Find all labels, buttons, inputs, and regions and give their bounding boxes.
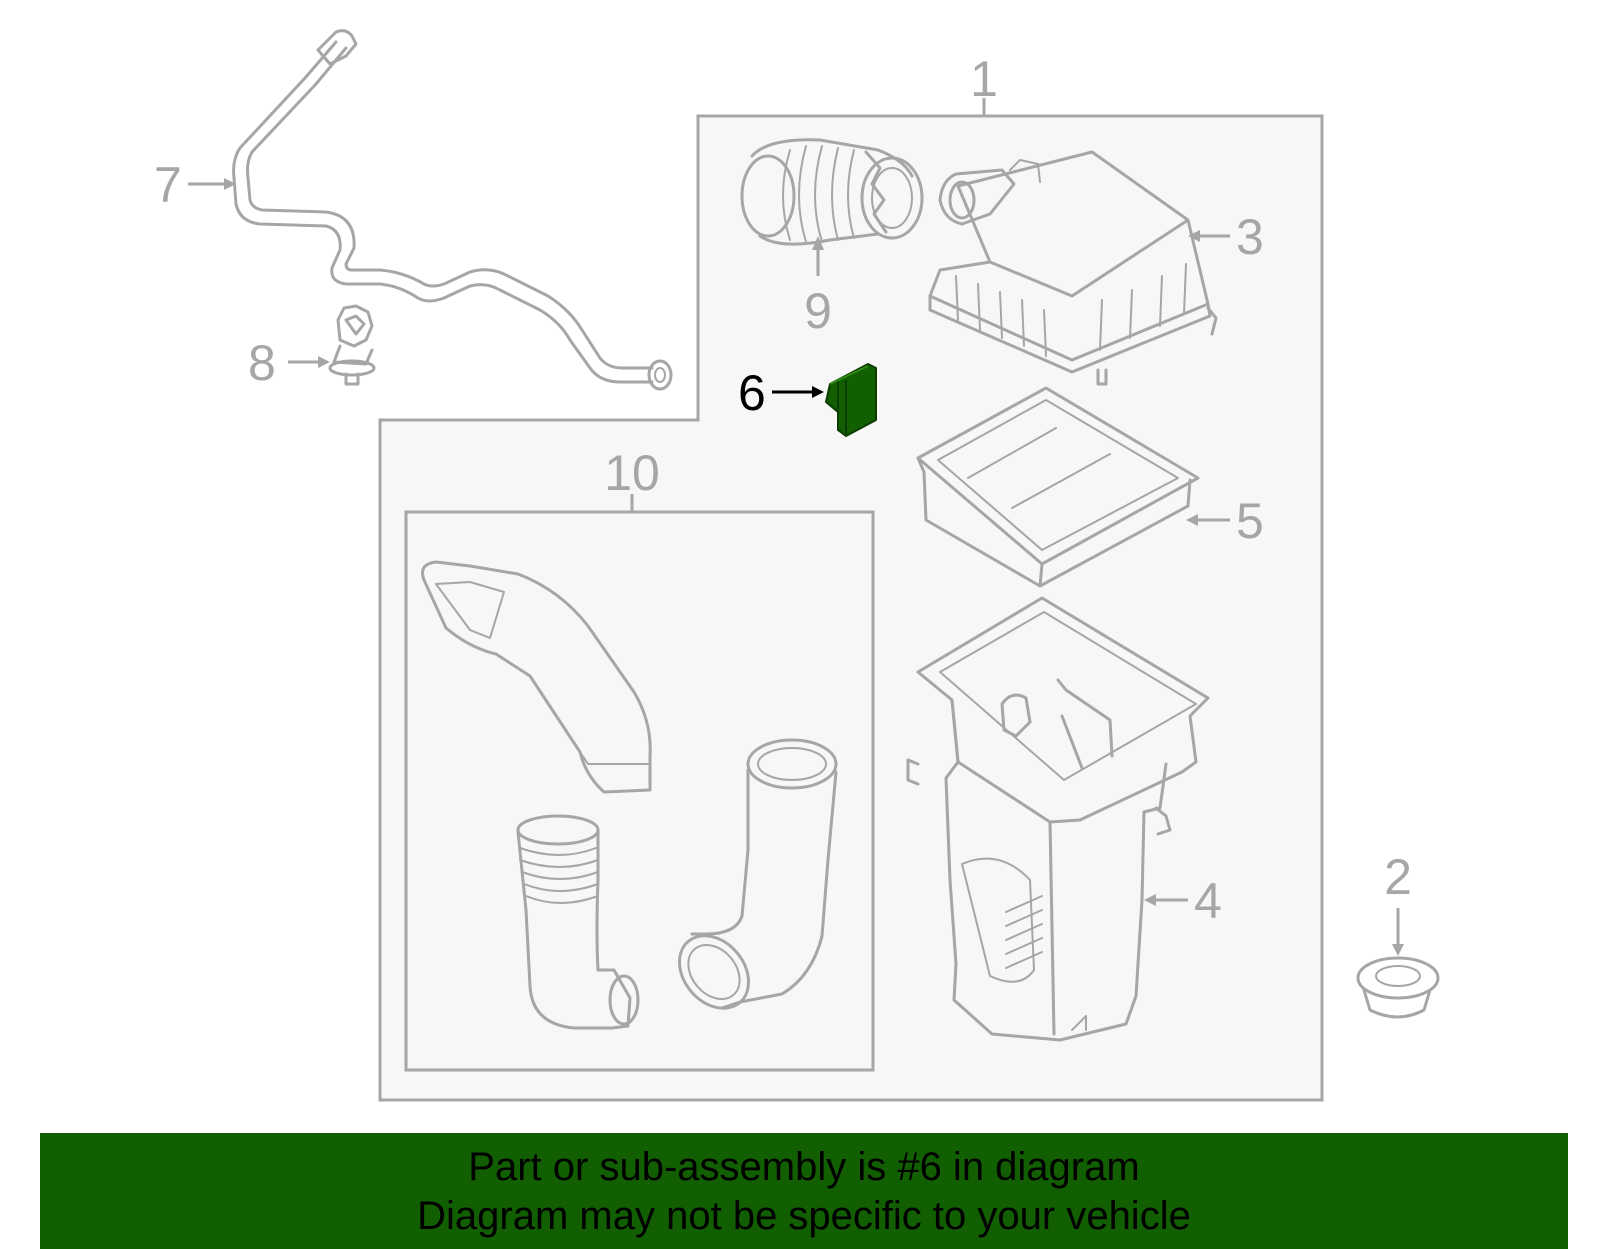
callout-6: 6	[738, 365, 766, 421]
arrow-4	[1144, 894, 1156, 906]
arrow-5	[1186, 514, 1198, 526]
arrow-2	[1392, 944, 1404, 956]
part-3-lid	[928, 150, 1218, 386]
arrow-3	[1188, 230, 1200, 242]
arrow-8	[318, 356, 330, 368]
callout-7: 7	[154, 157, 182, 213]
callout-2: 2	[1384, 849, 1412, 905]
banner-line-1: Part or sub-assembly is #6 in diagram	[468, 1145, 1140, 1189]
callout-10: 10	[604, 445, 660, 501]
arrow-7	[224, 178, 236, 190]
callout-4: 4	[1194, 873, 1222, 929]
callout-9: 9	[804, 283, 832, 339]
callout-1: 1	[970, 51, 998, 107]
arrow-9	[812, 236, 824, 250]
banner-line-2: Diagram may not be specific to your vehi…	[417, 1194, 1191, 1238]
arrow-6	[812, 386, 824, 398]
callout-8: 8	[248, 335, 276, 391]
part-7-hose	[232, 29, 673, 391]
part-2-grommet	[1356, 956, 1440, 1019]
callout-3: 3	[1236, 209, 1264, 265]
part-10-ducts	[421, 560, 838, 1030]
part-4-box	[906, 596, 1210, 1042]
part-6-bracket	[825, 363, 877, 437]
part-9-duct	[740, 138, 924, 246]
part-5-filter	[916, 386, 1200, 588]
part-8-clip	[328, 304, 376, 386]
callout-5: 5	[1236, 493, 1264, 549]
info-banner: Part or sub-assembly is #6 in diagram Di…	[40, 1133, 1568, 1249]
